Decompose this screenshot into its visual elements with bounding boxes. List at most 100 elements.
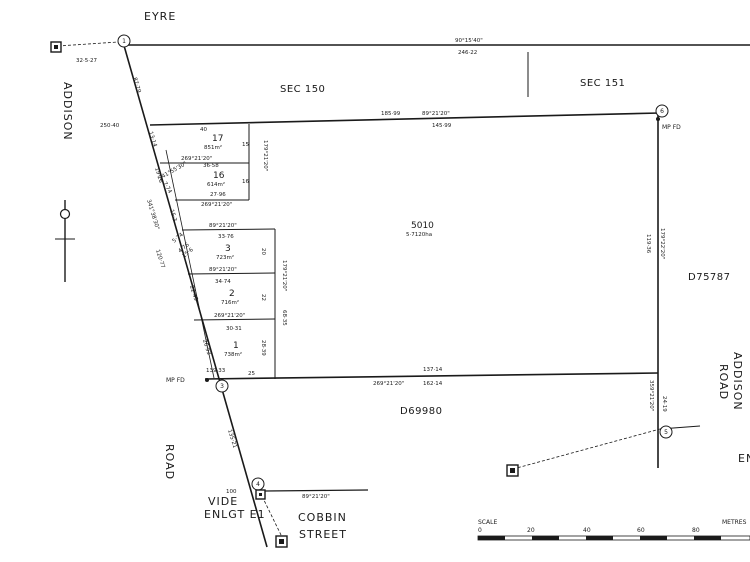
boundary-lines [57,41,750,548]
lot-area-2: 716m² [221,299,239,306]
distance-west-lower: 135·21 [226,429,237,449]
lot2-bottom-line [193,318,276,321]
road-label-addison-left: ADDISON [61,82,74,141]
distance-lot17-w: 13·14 [147,131,157,148]
distance-west-mid: 120·77 [154,249,166,270]
distance-upper-left: 185·99 [381,111,401,117]
section-label-d75787: D75787 [688,272,731,283]
lot-area-3: 723m² [216,254,234,261]
scale-segment-1 [478,536,505,540]
lot-labels: 17 851m² 16 614m² 3 723m² 2 716m² 1 738m… [204,134,242,358]
road-label-edge-right: EN [738,452,750,465]
distance-lot17-right: 15 [242,142,249,148]
lot-area-16: 614m² [207,181,225,188]
bearing-lot17-bottom: 269°21'20" [181,156,212,162]
distance-lot2-w: 22·45 [188,285,198,302]
distance-bottom-left: 137·14 [423,367,443,373]
distance-lot16-w2: 7·74 [161,181,173,195]
scale-tick-0: 0 [478,527,482,534]
distance-lot17-top: 40 [200,127,207,133]
lot-number-1: 1 [233,341,239,351]
bearing-lots-right: 179°21'20" [281,260,287,291]
distance-lot16-bottom: 27·96 [210,192,226,198]
scale-segment-4 [640,536,667,540]
upper-parcel-boundary [149,112,661,126]
distance-east: 119·36 [645,234,651,254]
bearing-lot3-top: 89°21'20" [209,223,237,229]
bearing-upper: 89°21'20" [422,111,450,117]
road-label-street: STREET [299,528,347,541]
scale-segment-5 [694,536,721,540]
section-label-sec151: SEC 151 [580,78,625,89]
distance-lot1-top: 30·31 [226,326,242,332]
distance-lot16-w: 19·26 [153,167,163,184]
distance-lot1-w: 26·93 [201,339,211,356]
distance-lot2-right: 22 [260,294,266,301]
scale-segment-2 [532,536,559,540]
svg-text:6: 6 [660,108,664,115]
svg-text:3: 3 [220,383,224,390]
distance-lot16-top: 36·58 [203,163,219,169]
scale-tick-40: 40 [583,527,591,534]
point-annotations: MP FD MP FD [166,124,681,384]
scale-tick-60: 60 [637,527,645,534]
distance-upper-right: 145·99 [432,123,452,129]
mp-fd-label-top: MP FD [662,124,681,131]
scale-label: SCALE [478,519,497,526]
svg-text:1: 1 [122,38,126,45]
main-parcel-label: 5010 [411,221,434,231]
scale-unit: METRES [722,519,747,526]
distance-lot3-w2: 5·74 [171,232,185,245]
lot-number-16: 16 [213,171,225,181]
lot3-top-line [181,228,276,231]
dashed-connection-line [512,428,661,470]
svg-text:4: 4 [256,481,260,488]
road-label-road-lower: ROAD [163,444,176,480]
distance-small-box: 32·5·27 [76,58,97,64]
road-label-eyre: EYRE [144,10,176,23]
bearing-cobbin: 89°21'20" [302,494,330,500]
lot-area-1: 738m² [224,351,242,358]
distance-east-lower: 24·19 [661,396,667,412]
benchmark-marker-cobbin [255,489,266,500]
distance-west-corner: 250·40 [100,123,120,129]
lot-number-2: 2 [229,289,235,299]
lot-number-17: 17 [212,134,223,144]
dashed-link-line [57,41,119,47]
scale-tick-20: 20 [527,527,535,534]
scale-segment-3 [586,536,613,540]
road-label-addison-right-1: ADDISON [731,352,744,411]
section-labels: SEC 150 SEC 151 D75787 D69980 [280,78,731,417]
road-label-addison-right-2: ROAD [717,364,730,400]
scale-bar: SCALE 0 20 40 60 80 METRES [477,519,750,541]
distance-mp-bottom: 139·33 [206,368,226,374]
benchmark-marker-top-left [50,41,62,53]
main-parcel: 5010 5·7120ha [406,221,434,238]
mp-fd-label-left: MP FD [166,377,185,384]
section-label-d69980: D69980 [400,406,443,417]
lots-inner-line [165,149,215,379]
mp-fd-dot-top [656,117,660,121]
bearing-lot16-bottom: 269°21'20" [201,202,232,208]
main-parcel-area: 5·7120ha [406,232,432,238]
distance-top: 246·22 [458,50,477,56]
bearing-top: 90°15'40" [455,38,483,44]
bottom-parcel-boundary [204,372,659,380]
point-marker-1: 1 [117,34,131,48]
road-labels: EYRE ADDISON ADDISON ROAD ROAD COBBIN ST… [61,10,750,541]
section-label-sec150: SEC 150 [280,84,325,95]
point-marker-6: 6 [655,104,669,118]
mp-fd-dot-left [205,378,209,382]
lot-lines [160,124,276,379]
benchmark-marker-street [275,535,288,548]
scale-tick-80: 80 [692,527,700,534]
distance-lot1-bottom: 25 [248,371,255,377]
distance-lot3-right: 20 [260,248,266,255]
benchmark-markers [50,41,660,548]
cobbin-street-line [264,489,369,492]
lot-number-3: 3 [225,244,231,254]
svg-text:5: 5 [664,429,668,436]
bearing-lot2-bottom: 269°21'20" [214,313,245,319]
survey-points: 1 3 4 5 6 [117,34,673,491]
